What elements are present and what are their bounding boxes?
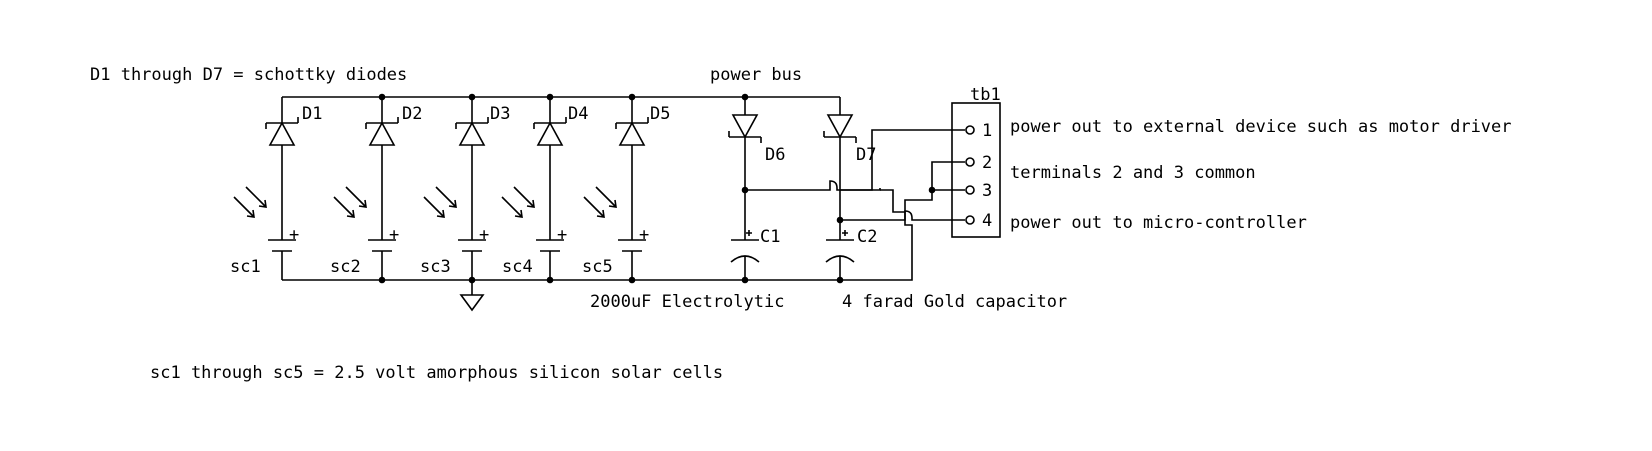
diode-label-d3: D3	[490, 104, 510, 124]
capacitor-description-c1: 2000uF Electrolytic	[590, 292, 784, 312]
ground-symbol	[459, 280, 485, 312]
solar-string-4	[501, 97, 567, 280]
d7-to-tb1-pin1-wire	[840, 129, 965, 191]
power-bus-label: power bus	[710, 65, 802, 85]
terminal-pin-2: 2	[982, 153, 992, 173]
solar-string-3	[423, 97, 489, 280]
solar-cell-label-sc2: sc2	[330, 257, 361, 277]
solar-cell-plus-2: +	[389, 225, 399, 245]
diode-label-d1: D1	[302, 104, 322, 124]
terminal-pin-4: 4	[982, 211, 992, 231]
solar-cell-note: sc1 through sc5 = 2.5 volt amorphous sil…	[150, 363, 723, 383]
capacitor-c1	[730, 190, 760, 280]
solar-string-1	[233, 97, 299, 280]
terminal-block-label: tb1	[970, 85, 1001, 105]
diode-d7	[823, 97, 857, 220]
terminal-description-1: power out to external device such as mot…	[1010, 117, 1512, 137]
solar-string-2	[333, 97, 399, 280]
pin2-pin3-jumper-wire	[931, 161, 965, 190]
capacitor-label-c2: C2	[857, 227, 877, 247]
d6-wire-segment	[880, 189, 905, 213]
solar-cell-plus-3: +	[479, 225, 489, 245]
diode-d6	[728, 97, 762, 190]
solar-cell-plus-5: +	[639, 225, 649, 245]
diode-label-d7: D7	[856, 145, 876, 165]
diode-label-d6: D6	[765, 145, 785, 165]
terminal-pin-1: 1	[982, 121, 992, 141]
terminal-pin-3: 3	[982, 181, 992, 201]
solar-cell-plus-4: +	[557, 225, 567, 245]
solar-cell-label-sc1: sc1	[230, 257, 261, 277]
solar-cell-label-sc5: sc5	[582, 257, 613, 277]
capacitor-description-c2: 4 farad Gold capacitor	[842, 292, 1067, 312]
solar-string-5	[583, 97, 649, 280]
solar-cell-label-sc3: sc3	[420, 257, 451, 277]
capacitor-label-c1: C1	[760, 227, 780, 247]
diode-label-d4: D4	[568, 104, 588, 124]
solar-cell-plus-1: +	[289, 225, 299, 245]
d6-to-tb1-pin3-wire	[745, 180, 881, 191]
terminal-block-tb1	[951, 102, 1001, 238]
terminal-description-2: terminals 2 and 3 common	[1010, 163, 1256, 183]
diode-note: D1 through D7 = schottky diodes	[90, 65, 407, 85]
capacitor-c2	[825, 220, 855, 280]
solar-cell-label-sc4: sc4	[502, 257, 533, 277]
diode-label-d2: D2	[402, 104, 422, 124]
diode-label-d5: D5	[650, 104, 670, 124]
terminal-description-4: power out to micro-controller	[1010, 213, 1307, 233]
